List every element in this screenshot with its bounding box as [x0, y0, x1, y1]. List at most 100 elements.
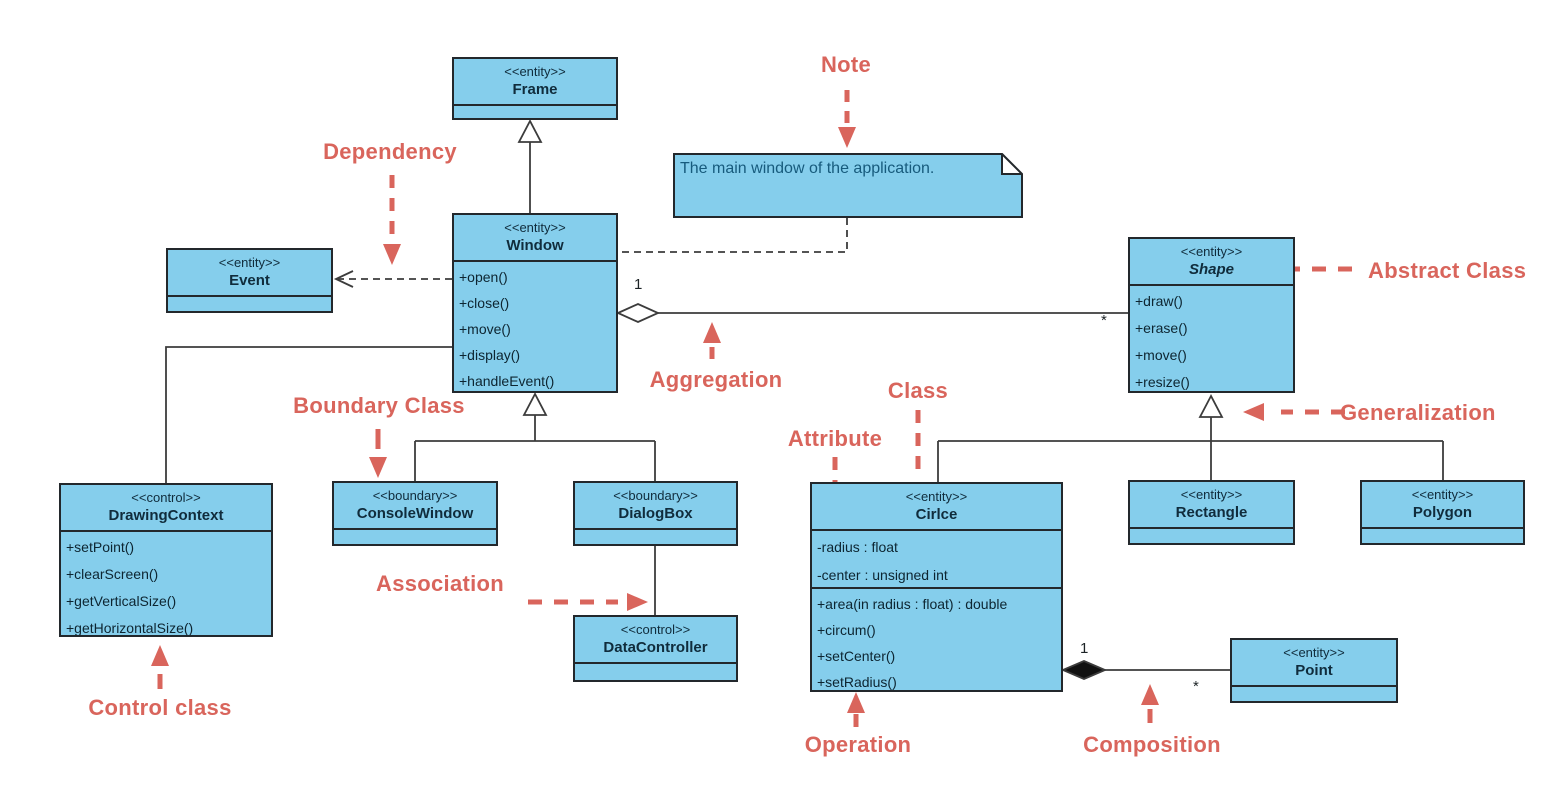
class-header: <<control>> DrawingContext: [61, 485, 271, 530]
empty-compartment: [334, 528, 496, 544]
annotation-dependency-label: Dependency: [323, 139, 457, 164]
annotation-association-label: Association: [376, 571, 504, 596]
class-name: ConsoleWindow: [356, 505, 474, 522]
operation-row: +handleEvent(): [459, 373, 555, 389]
class-header: <<entity>> Point: [1232, 640, 1396, 685]
uml-class-consolewindow[interactable]: <<boundary>> ConsoleWindow: [332, 481, 498, 546]
class-name: Shape: [1188, 261, 1234, 278]
class-header: <<entity>> Rectangle: [1130, 482, 1293, 527]
annotation-generalization-label: Generalization: [1340, 400, 1496, 425]
note-shape: [673, 151, 1025, 218]
operation-row: +move(): [1135, 347, 1187, 363]
composition-pointer-arrow: [1141, 684, 1159, 723]
class-name: Window: [506, 237, 564, 254]
class-stereotype: <<entity>>: [1283, 645, 1345, 660]
operation-row: +erase(): [1135, 320, 1188, 336]
class-stereotype: <<entity>>: [1180, 244, 1243, 259]
empty-compartment: [575, 528, 736, 544]
empty-compartment: [575, 662, 736, 680]
operations-compartment: +draw() +erase() +move() +resize(): [1130, 284, 1293, 391]
class-stereotype: <<boundary>>: [372, 488, 458, 503]
operation-row: +clearScreen(): [66, 566, 159, 582]
operation-row: +setRadius(): [817, 674, 897, 690]
operations-compartment: +area(in radius : float) : double +circu…: [812, 587, 1061, 690]
boundary-class-pointer-arrow: [369, 429, 387, 478]
note[interactable]: The main window of the application.: [673, 151, 1025, 218]
uml-class-dialogbox[interactable]: <<boundary>> DialogBox: [573, 481, 738, 546]
uml-class-polygon[interactable]: <<entity>> Polygon: [1360, 480, 1525, 545]
window-event-dependency-connector: [333, 270, 452, 288]
window-shape-aggregation-connector: [615, 303, 1128, 323]
composition-multiplicity-source: 1: [1080, 640, 1089, 657]
class-stereotype: <<entity>>: [218, 255, 281, 270]
attributes-compartment: -radius : float -center : unsigned int: [812, 529, 1061, 587]
note-pointer-arrow: [838, 90, 856, 148]
shape-children-generalization-connector: [937, 394, 1444, 482]
composition-multiplicity-target: *: [1193, 678, 1199, 695]
attribute-row: -radius : float: [817, 539, 898, 555]
operation-row: +display(): [459, 347, 521, 363]
attribute-row: -center : unsigned int: [817, 567, 948, 583]
frame-window-generalization-connector: [517, 119, 543, 213]
uml-class-datacontroller[interactable]: <<control>> DataController: [573, 615, 738, 682]
class-name: Rectangle: [1175, 504, 1248, 521]
control-class-pointer-arrow: [151, 645, 169, 689]
class-header: <<control>> DataController: [575, 617, 736, 662]
class-name: Event: [229, 272, 270, 289]
class-name: Cirlce: [915, 506, 958, 523]
window-children-generalization-connector: [414, 392, 656, 481]
window-drawingcontext-association-connector: [165, 346, 452, 483]
class-header: <<boundary>> DialogBox: [575, 483, 736, 528]
annotation-composition-label: Composition: [1083, 732, 1221, 757]
class-header: <<boundary>> ConsoleWindow: [334, 483, 496, 528]
class-stereotype: <<control>>: [131, 490, 201, 505]
empty-compartment: [1130, 527, 1293, 543]
class-header: <<entity>> Window: [454, 215, 616, 260]
operation-row: +area(in radius : float) : double: [817, 596, 1008, 612]
annotation-aggregation-label: Aggregation: [649, 367, 783, 392]
operation-row: +move(): [459, 321, 511, 337]
uml-class-window[interactable]: <<entity>> Window +open() +close() +move…: [452, 213, 618, 393]
association-pointer-arrow: [528, 593, 648, 611]
dependency-pointer-arrow: [383, 175, 401, 265]
uml-class-event[interactable]: <<entity>> Event: [166, 248, 333, 313]
class-header: <<entity>> Polygon: [1362, 482, 1523, 527]
class-stereotype: <<entity>>: [905, 489, 968, 504]
operation-row: +setCenter(): [817, 648, 896, 664]
class-name: DataController: [603, 639, 708, 656]
empty-compartment: [454, 104, 616, 118]
class-header: <<entity>> Event: [168, 250, 331, 295]
empty-compartment: [168, 295, 331, 311]
class-stereotype: <<boundary>>: [613, 488, 698, 503]
class-stereotype: <<control>>: [620, 622, 691, 637]
uml-class-drawingcontext[interactable]: <<control>> DrawingContext +setPoint() +…: [59, 483, 273, 637]
uml-class-rectangle[interactable]: <<entity>> Rectangle: [1128, 480, 1295, 545]
operations-compartment: +open() +close() +move() +display() +han…: [454, 260, 616, 391]
uml-class-shape[interactable]: <<entity>> Shape +draw() +erase() +move(…: [1128, 237, 1295, 393]
class-header: <<entity>> Cirlce: [812, 484, 1061, 529]
class-name: Frame: [512, 81, 558, 98]
annotation-boundary-class-label: Boundary Class: [293, 393, 465, 418]
operation-row: +getHorizontalSize(): [66, 620, 194, 635]
operation-row: +draw(): [1135, 293, 1183, 309]
operation-row: +circum(): [817, 622, 876, 638]
operation-row: +resize(): [1135, 374, 1190, 390]
annotation-attribute-label: Attribute: [787, 426, 883, 451]
annotation-abstract-class-label: Abstract Class: [1368, 258, 1527, 283]
circle-point-composition-connector: [1060, 660, 1230, 680]
uml-class-circle[interactable]: <<entity>> Cirlce -radius : float -cente…: [810, 482, 1063, 692]
class-stereotype: <<entity>>: [504, 64, 566, 79]
uml-class-frame[interactable]: <<entity>> Frame: [452, 57, 618, 120]
annotation-class-label: Class: [887, 378, 949, 403]
aggregation-multiplicity-source: 1: [634, 276, 643, 293]
annotation-control-class-label: Control class: [88, 695, 232, 720]
operation-row: +open(): [459, 269, 508, 285]
empty-compartment: [1232, 685, 1396, 701]
class-stereotype: <<entity>>: [1411, 487, 1474, 502]
class-stereotype: <<entity>>: [504, 220, 566, 235]
aggregation-multiplicity-target: *: [1101, 312, 1107, 329]
class-stereotype: <<entity>>: [1180, 487, 1243, 502]
uml-class-point[interactable]: <<entity>> Point: [1230, 638, 1398, 703]
